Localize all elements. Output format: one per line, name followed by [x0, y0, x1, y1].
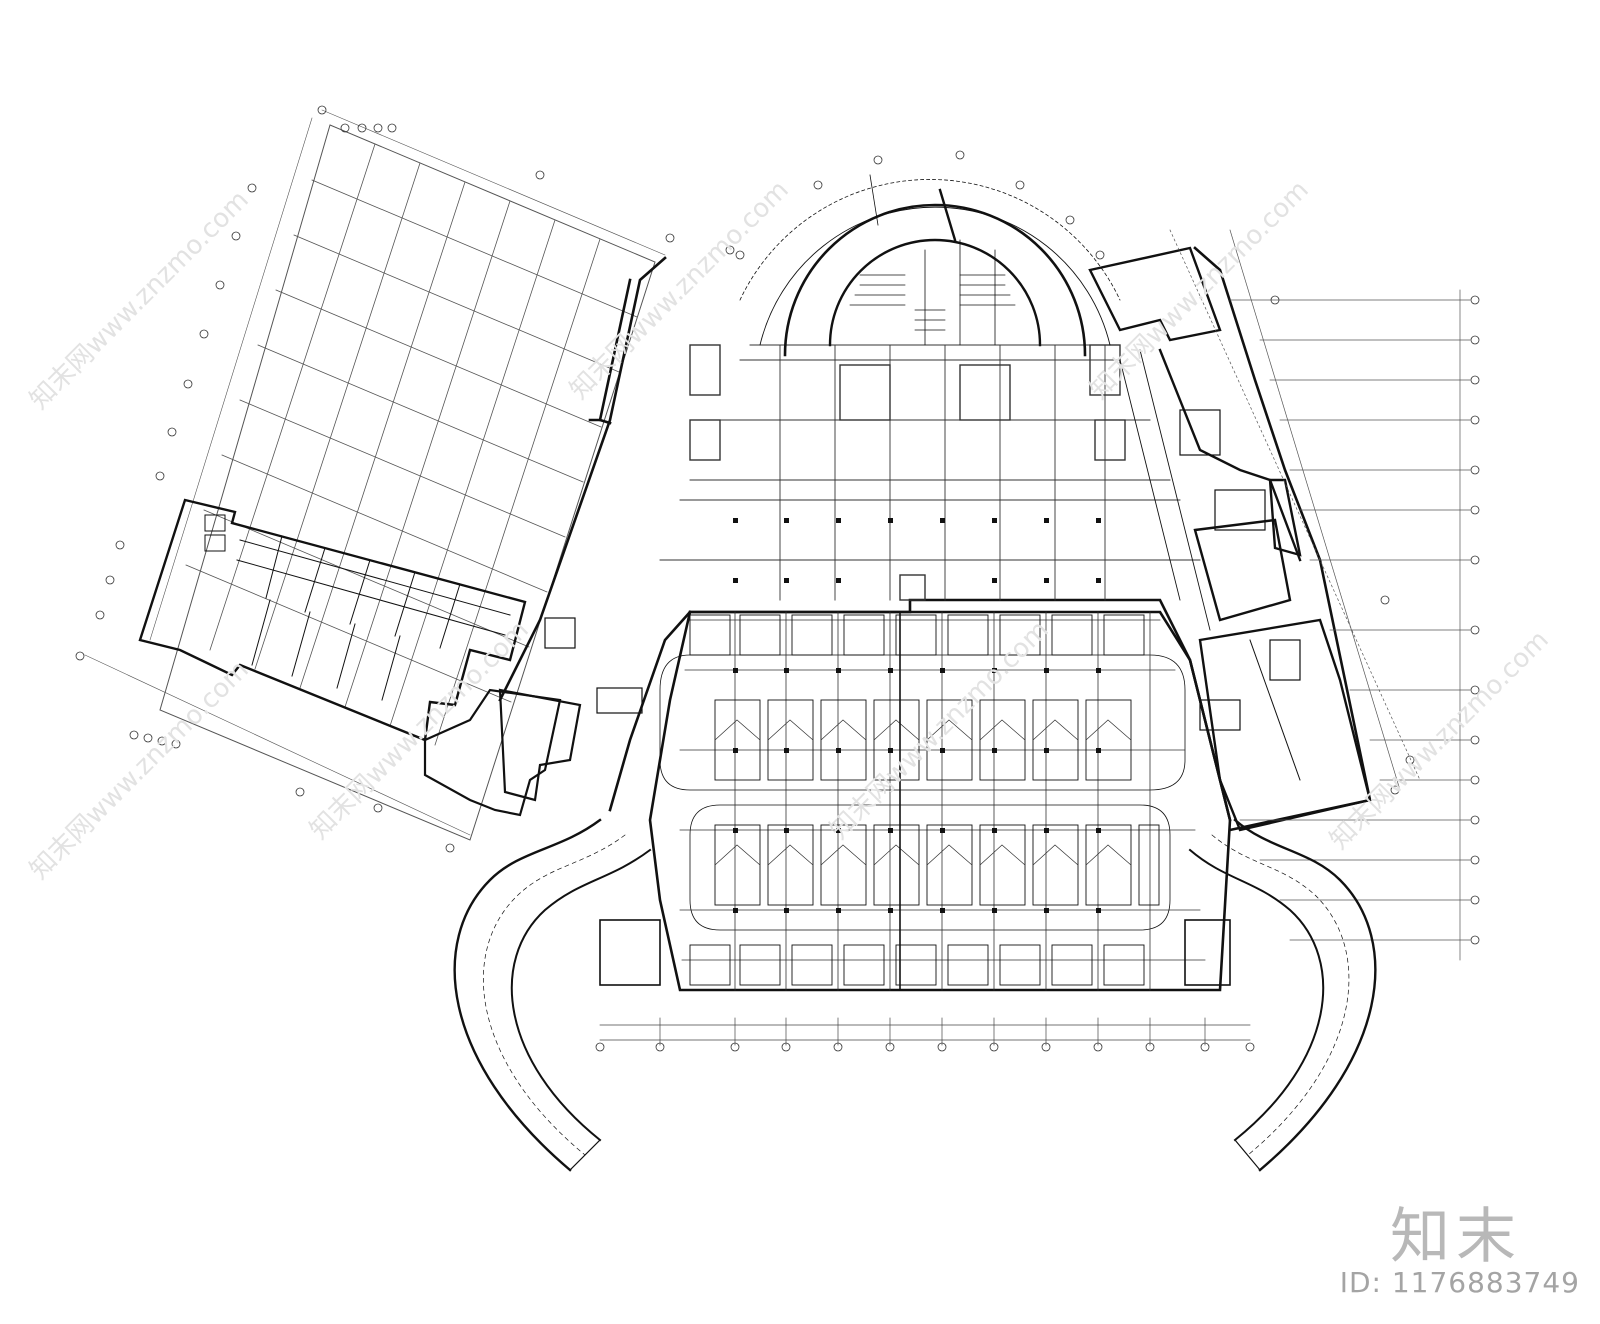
- central-interior-grid: [659, 344, 1201, 601]
- right-grid-bubbles: [1270, 295, 1480, 945]
- watermark-brand-logo: 知末: [1390, 1202, 1522, 1272]
- left-wing-grid-bubbles: [75, 105, 735, 853]
- parking-garage: [599, 518, 1232, 992]
- left-classroom-block: [138, 498, 527, 742]
- bottom-grid-bubbles: [595, 1042, 1255, 1052]
- bottom-dimension-line: [599, 1017, 1251, 1046]
- left-wing-grid: [84, 109, 666, 841]
- right-curved-ramp: [1188, 818, 1377, 1172]
- auditorium-semicircle: [739, 174, 1121, 357]
- watermark-id-label: ID: 1176883749: [1339, 1266, 1580, 1299]
- top-grid-bubbles: [735, 150, 1105, 260]
- right-upper-wing: [1088, 246, 1302, 631]
- left-curved-ramp: [453, 818, 652, 1172]
- right-dimension-grid: [1169, 229, 1471, 961]
- left-service-block: [423, 617, 643, 817]
